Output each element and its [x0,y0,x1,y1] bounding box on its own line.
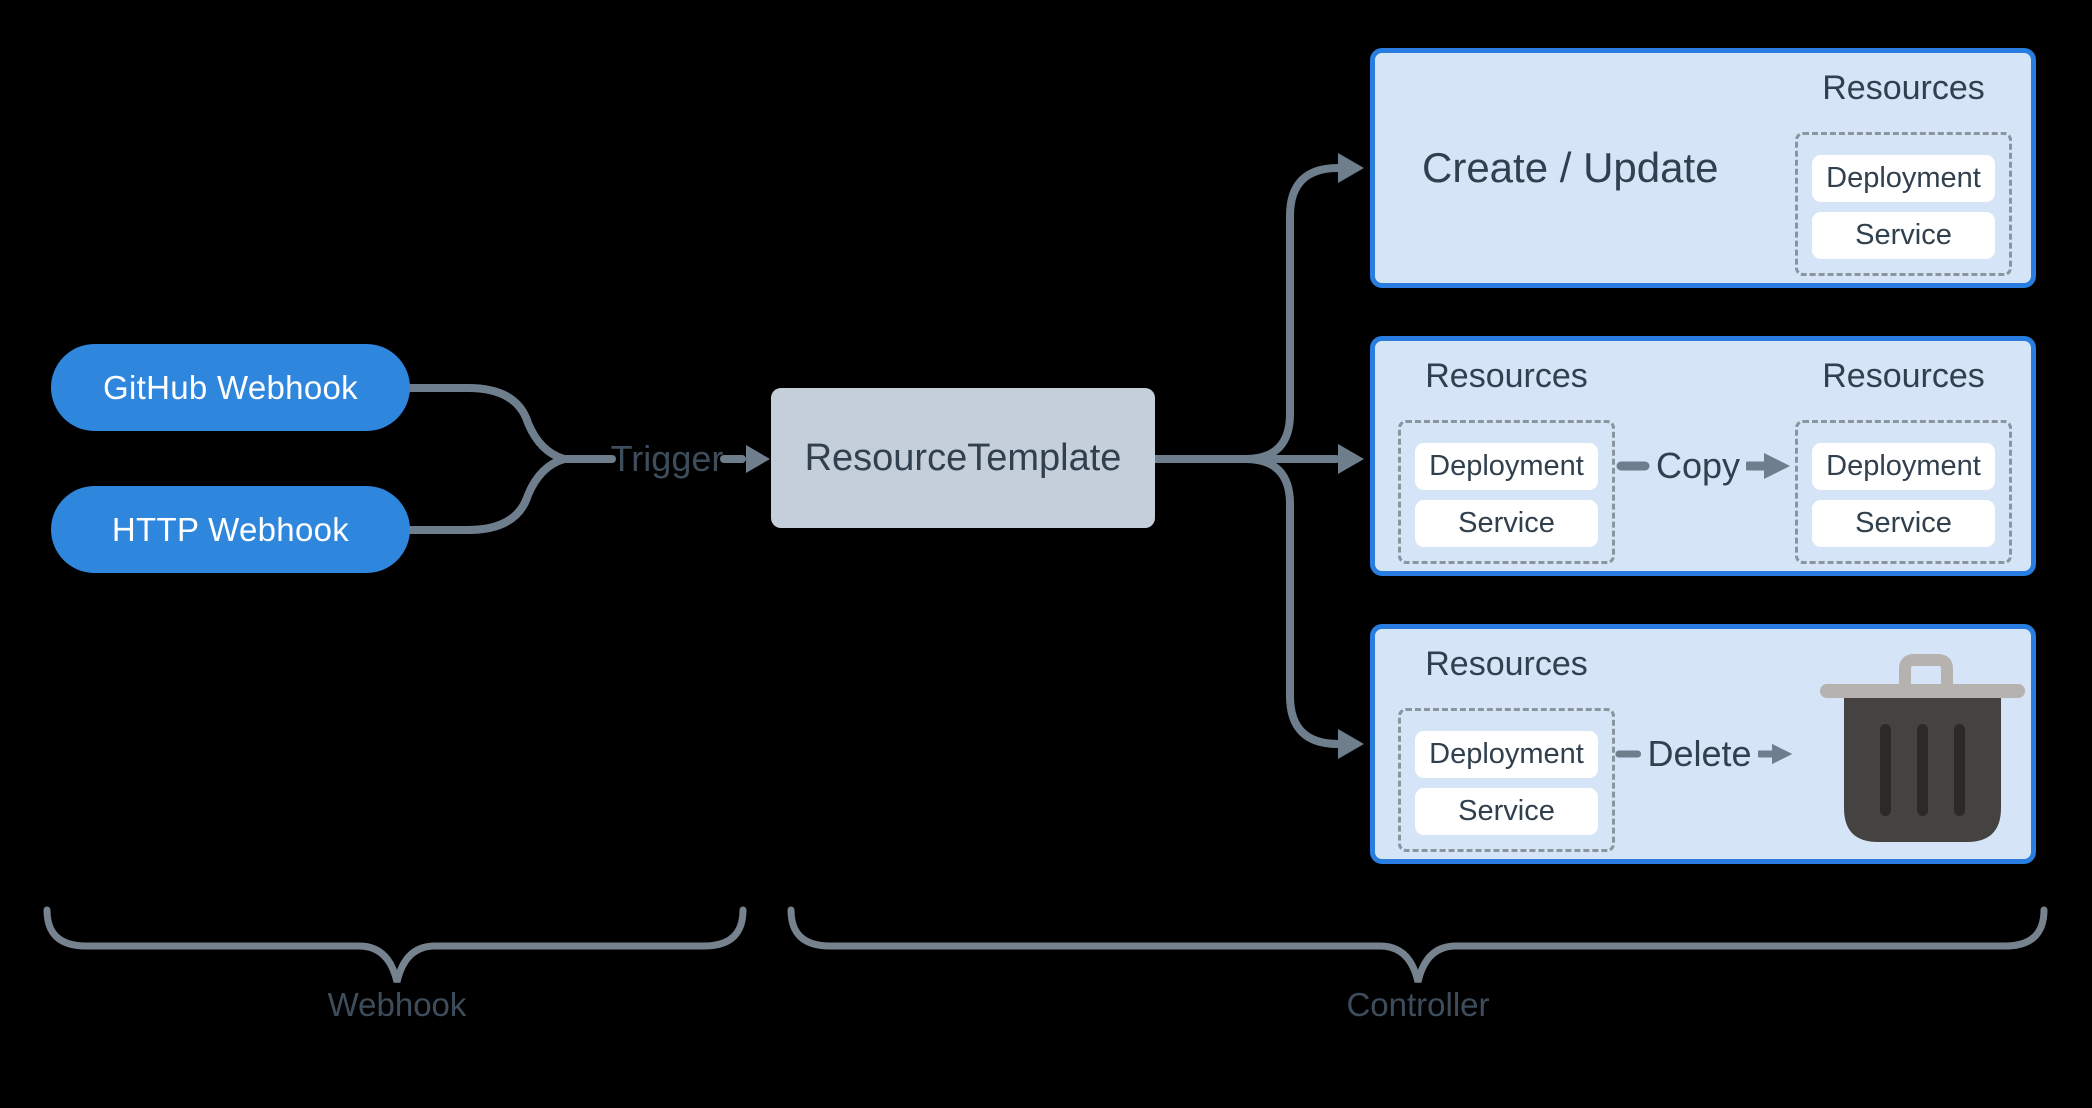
resource-template-label: ResourceTemplate [804,436,1122,479]
webhook-group-label: Webhook [327,986,467,1023]
resources-title: Resources [1425,645,1588,683]
create-update-resources-group: Resources Deployment Service [1795,69,2012,276]
resources-dashed-container: Deployment Service [1795,420,2012,564]
branch-down-line [1241,455,1342,748]
trigger-label: Trigger [610,438,724,479]
delete-resources-group: Resources Deployment Service [1398,645,1615,852]
create-update-title: Create / Update [1422,144,1719,191]
resources-dashed-container: Deployment Service [1398,708,1615,852]
resources-title: Resources [1822,69,1985,107]
copy-action-label: Copy [1655,445,1741,486]
delete-action-row: Delete [1615,729,1795,779]
resource-pill-deployment: Deployment [1415,731,1598,778]
copy-dash-icon [1616,461,1650,471]
github-webhook-label: GitHub Webhook [103,368,358,406]
copy-action-row: Copy [1615,441,1795,491]
resources-title: Resources [1822,357,1985,395]
delete-arrow-icon [1757,743,1792,765]
resource-pill-service: Service [1415,788,1598,835]
resources-title: Resources [1425,357,1588,395]
http-webhook-node: HTTP Webhook [51,486,410,573]
github-webhook-node: GitHub Webhook [51,344,410,431]
copy-target-resources-group: Resources Deployment Service [1795,357,2012,564]
copy-box: Resources Deployment Service Copy Resour… [1370,336,2036,576]
resource-pill-deployment: Deployment [1812,443,1995,490]
branch-up-line [1241,164,1342,463]
delete-box: Resources Deployment Service Delete [1370,624,2036,864]
webhook-brace [43,906,747,983]
branch-down-arrowhead-icon [1338,729,1364,759]
branch-middle-arrowhead-icon [1338,444,1364,474]
trash-icon [1820,652,2025,842]
create-update-box: Create / Update Resources Deployment Ser… [1370,48,2036,288]
branch-up-arrowhead-icon [1338,153,1364,183]
resource-pill-deployment: Deployment [1812,155,1995,202]
delete-action-label: Delete [1647,733,1752,774]
resource-pill-service: Service [1812,212,1995,259]
resource-pill-service: Service [1415,500,1598,547]
http-webhook-label: HTTP Webhook [111,510,350,548]
controller-group-label: Controller [1346,986,1490,1023]
copy-arrow-icon [1746,453,1791,479]
controller-brace [787,906,2048,983]
resources-dashed-container: Deployment Service [1398,420,1615,564]
delete-dash-icon [1615,750,1642,758]
resource-template-node: ResourceTemplate [771,388,1155,528]
resource-pill-service: Service [1812,500,1995,547]
resource-pill-deployment: Deployment [1415,443,1598,490]
resources-dashed-container: Deployment Service [1795,132,2012,276]
merge-connector-bottom [406,455,568,534]
merge-connector-top [406,384,568,463]
copy-source-resources-group: Resources Deployment Service [1398,357,1615,564]
trigger-arrowhead-icon [746,445,770,473]
